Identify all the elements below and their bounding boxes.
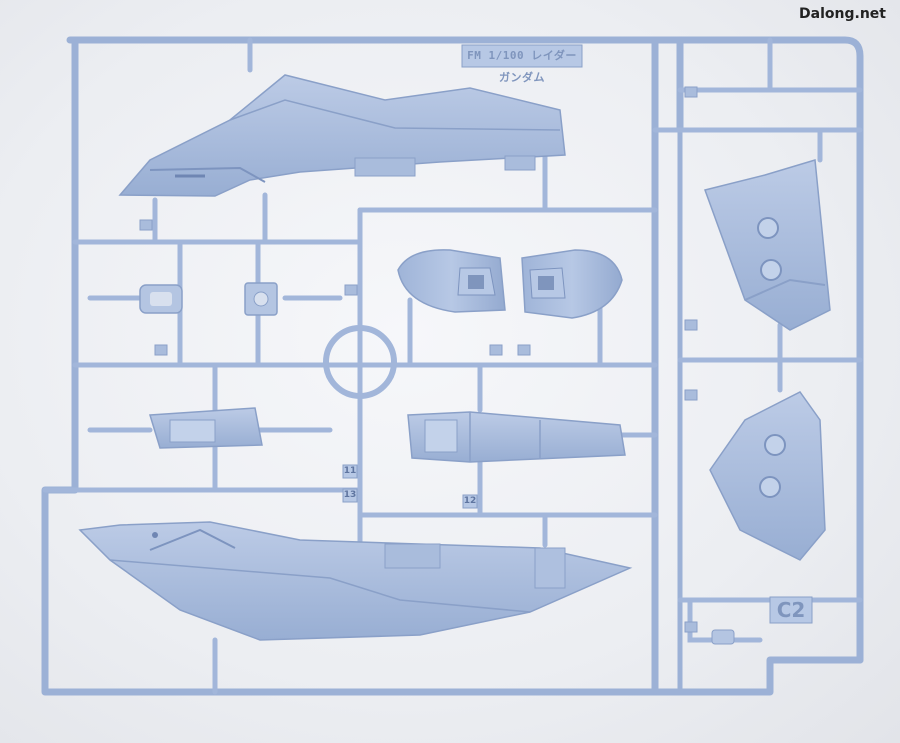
runner-letter-plate: [769, 596, 813, 624]
small-peg-part: [711, 629, 735, 645]
part-number-plate-13: [342, 488, 358, 503]
upper-fuselage-part: [118, 74, 566, 197]
small-bracket-part-left: [139, 284, 183, 314]
inner-runners: [42, 37, 863, 695]
left-pod-part: [397, 249, 506, 313]
small-box-part: [149, 407, 263, 449]
part-number-11: 11: [343, 466, 357, 476]
runner-letter-text: C2: [776, 598, 806, 622]
lower-shield-part: [709, 391, 826, 561]
kit-label-plate: [461, 44, 583, 68]
kit-label-text: FM 1/100 レイダーガンダム: [467, 49, 577, 84]
part-number-plate-12: [462, 494, 478, 509]
watermark-text: Dalong.net: [799, 6, 886, 22]
runner-ring: [323, 325, 397, 399]
part-number-12: 12: [463, 496, 477, 506]
upper-shield-part: [704, 159, 831, 331]
part-number-plate-11: [342, 464, 358, 479]
part-number-13: 13: [343, 490, 357, 500]
lower-fuselage-part: [78, 521, 633, 641]
part-tags: [139, 86, 698, 633]
long-box-part: [407, 411, 626, 463]
right-pod-part: [521, 249, 623, 319]
small-bracket-part-right: [244, 282, 278, 316]
